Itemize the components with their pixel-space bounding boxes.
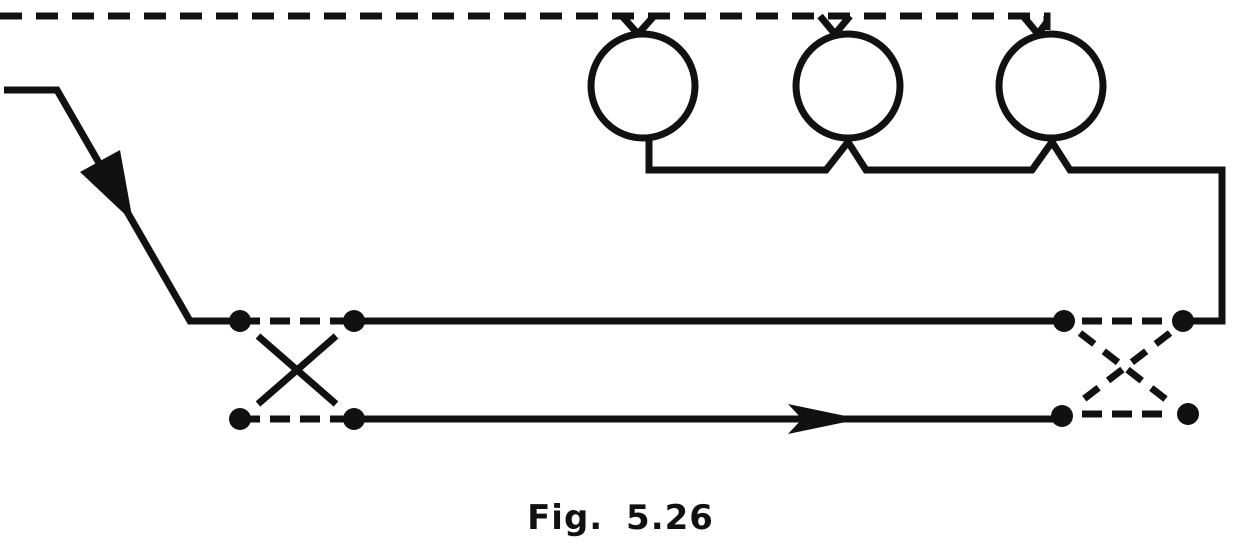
motor-2-circle [792,30,904,142]
node-left-bottom-a [229,408,251,430]
motor-2 [792,13,904,142]
left-crossover [229,310,365,430]
node-right-bottom-a [1051,405,1073,427]
feeder-line [4,86,240,325]
node-left-top-a [229,310,251,332]
figure-caption: Fig. 5.26 [527,498,714,538]
motor-1-circle [587,30,699,142]
motor-3-circle [995,30,1107,142]
motor-1 [587,13,699,142]
right-crossover [1051,310,1199,427]
node-right-top-a [1053,310,1075,332]
node-right-top-b [1172,310,1194,332]
node-right-bottom-b [1177,403,1199,425]
top-dashed-line [0,12,1051,30]
motor-bottom-wiring [645,135,1226,325]
feeder-arrow-icon [80,150,133,222]
current-arrow-icon [788,404,860,434]
lower-conductor [354,404,1060,434]
motor-3 [995,13,1107,142]
